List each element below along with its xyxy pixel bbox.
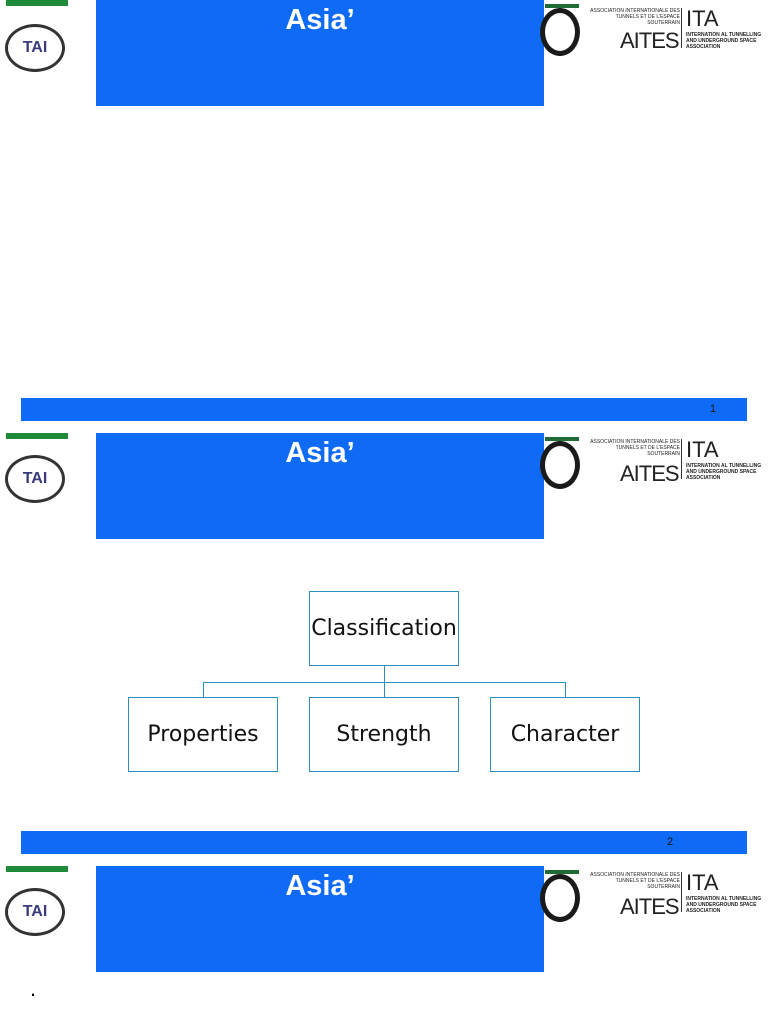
footer-bar: 1 — [21, 398, 747, 421]
diagram-child-node: Properties — [128, 697, 278, 772]
slide-title-box: Asia’ — [96, 0, 544, 106]
slide-title: Asia’ — [285, 4, 355, 36]
aites-green-mark — [545, 4, 579, 8]
slide-title-box: Asia’ — [96, 866, 544, 972]
diagram-child-node: Strength — [309, 697, 459, 772]
green-accent-bar — [6, 0, 68, 6]
aites-green-mark — [545, 437, 579, 441]
aites-ring-icon — [540, 874, 580, 922]
aites-ring-icon — [540, 8, 580, 56]
ita-association-text: INTERNATION AL TUNNELLING AND UNDERGROUN… — [686, 463, 762, 481]
tai-logo: TAI — [5, 455, 65, 503]
connector-left — [203, 682, 204, 697]
aites-text: AITES — [620, 461, 680, 486]
slide-2: TAI Asia’ ASSOCIATION INTERNATIONALE DES… — [0, 433, 768, 863]
slide-title: Asia’ — [285, 870, 355, 902]
association-text: ASSOCIATION INTERNATIONALE DES TUNNELS E… — [590, 439, 680, 457]
tai-logo: TAI — [5, 24, 65, 72]
ita-text: ITA — [686, 437, 719, 462]
page-number: 1 — [710, 403, 717, 415]
logo-separator — [681, 439, 682, 479]
tai-logo: TAI — [5, 888, 65, 936]
ita-text: ITA — [686, 870, 719, 895]
bullet-text: . — [30, 976, 37, 1001]
association-text: ASSOCIATION INTERNATIONALE DES TUNNELS E… — [590, 872, 680, 890]
diagram-child-node: Character — [490, 697, 640, 772]
slide-title: Asia’ — [285, 437, 355, 469]
green-accent-bar — [6, 866, 68, 872]
connector-right — [565, 682, 566, 697]
connector-vertical-root — [384, 666, 385, 682]
ita-association-text: INTERNATION AL TUNNELLING AND UNDERGROUN… — [686, 896, 762, 914]
logo-separator — [681, 8, 682, 48]
ita-text: ITA — [686, 6, 719, 31]
slide-1: TAI Asia’ ASSOCIATION INTERNATIONALE DES… — [0, 0, 768, 430]
connector-middle — [384, 682, 385, 697]
aites-text: AITES — [620, 28, 680, 53]
slide-3: TAI Asia’ ASSOCIATION INTERNATIONALE DES… — [0, 866, 768, 1024]
slide-title-box: Asia’ — [96, 433, 544, 539]
diagram-root-node: Classification — [309, 591, 459, 666]
aites-green-mark — [545, 870, 579, 874]
aites-ring-icon — [540, 441, 580, 489]
green-accent-bar — [6, 433, 68, 439]
aites-text: AITES — [620, 894, 680, 919]
association-text: ASSOCIATION INTERNATIONALE DES TUNNELS E… — [590, 8, 680, 26]
ita-association-text: INTERNATION AL TUNNELLING AND UNDERGROUN… — [686, 32, 762, 50]
logo-separator — [681, 872, 682, 912]
page-number: 2 — [667, 836, 674, 848]
footer-bar: 2 — [21, 831, 747, 854]
